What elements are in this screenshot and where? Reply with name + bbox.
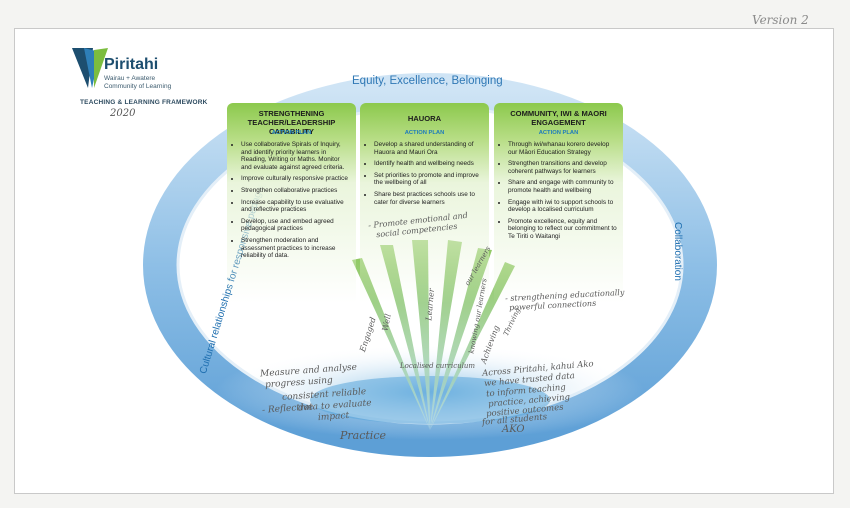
- brand-line-2: Community of Learning: [104, 83, 172, 90]
- stem-word-local: Localised curriculum: [400, 362, 476, 370]
- version-note: Version 2: [752, 13, 809, 27]
- action-item: Strengthen collaborative practices: [241, 187, 351, 195]
- handwritten-ako: AKO: [502, 424, 525, 435]
- action-plan-label: ACTION PLAN: [271, 130, 312, 136]
- framework-year: 2020: [110, 108, 136, 119]
- ring-label-right: Collaboration: [672, 222, 683, 281]
- action-item: Promote excellence, equity and belonging…: [508, 218, 618, 241]
- column-title: HAUORA: [407, 114, 442, 123]
- action-item: Improve culturally responsive practice: [241, 175, 351, 183]
- action-list: Through iwi/whanau korero develop our Mā…: [494, 141, 623, 241]
- action-item: Engage with iwi to support schools to de…: [508, 199, 618, 214]
- ring-label-top: Equity, Excellence, Belonging: [352, 75, 503, 87]
- action-list: Develop a shared understanding of Hauora…: [360, 141, 489, 206]
- action-item: Develop a shared understanding of Hauora…: [374, 141, 484, 156]
- column-title: COMMUNITY, IWI & MAORI ENGAGEMENT: [510, 109, 607, 127]
- action-plan-label: ACTION PLAN: [538, 130, 579, 136]
- action-item: Through iwi/whanau korero develop our Mā…: [508, 141, 618, 156]
- brand-name: Piritahi: [104, 56, 159, 73]
- action-item: Share and engage with community to promo…: [508, 179, 618, 194]
- action-plan-label: ACTION PLAN: [404, 130, 445, 136]
- column-community-engagement: COMMUNITY, IWI & MAORI ENGAGEMENT ACTION…: [494, 103, 623, 303]
- handwritten-practice: Practice: [340, 429, 386, 442]
- column-title: STRENGTHENING TEACHER/LEADERSHIP CAPABIL…: [247, 109, 336, 136]
- action-item: Increase capability to use evaluative an…: [241, 199, 351, 214]
- action-item: Strengthen transitions and develop coher…: [508, 160, 618, 175]
- water-splash-core: [310, 376, 550, 424]
- action-item: Share best practices schools use to cate…: [374, 191, 484, 206]
- action-item: Use collaborative Spirals of Inquiry, an…: [241, 141, 351, 171]
- framework-title: TEACHING & LEARNING FRAMEWORK: [80, 99, 208, 106]
- piritahi-logo-icon: [72, 48, 108, 88]
- action-item: Identify health and wellbeing needs: [374, 160, 484, 168]
- column-teacher-capability: STRENGTHENING TEACHER/LEADERSHIP CAPABIL…: [227, 103, 356, 303]
- brand-line-1: Wairau + Awatere: [104, 75, 156, 82]
- action-list: Use collaborative Spirals of Inquiry, an…: [227, 141, 356, 260]
- action-item: Strengthen moderation and assessment pra…: [241, 237, 351, 260]
- column-hauora: HAUORA ACTION PLAN Develop a shared unde…: [360, 103, 489, 303]
- action-item: Set priorities to promote and improve th…: [374, 172, 484, 187]
- action-item: Develop, use and embed agreed pedagogica…: [241, 218, 351, 233]
